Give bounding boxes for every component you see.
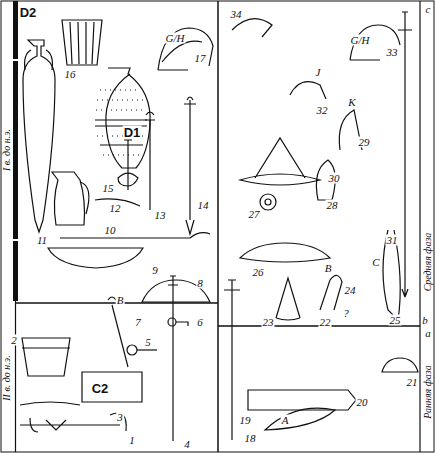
- callout-label: A: [281, 415, 290, 426]
- callout-label: 31: [386, 235, 399, 246]
- callout-label: 22: [319, 317, 332, 328]
- callout-label: 20: [356, 397, 369, 408]
- callout-label: 9: [151, 265, 159, 276]
- callout-label: 19: [239, 415, 252, 426]
- callout-label: 17: [194, 53, 207, 64]
- callout-label: D1: [123, 126, 142, 139]
- callout-label: 23: [262, 317, 275, 328]
- callout-label: 33: [386, 47, 399, 58]
- callout-label: 29: [358, 137, 371, 148]
- callout-label: 32: [316, 105, 329, 116]
- callout-label: 13: [154, 210, 167, 221]
- callout-label: 30: [328, 173, 341, 184]
- callout-label: ?: [342, 308, 350, 319]
- period-label: Ранняя фаза: [423, 364, 433, 419]
- callout-label: 7: [134, 317, 142, 328]
- callout-label: 26: [252, 267, 265, 278]
- callout-label: c: [425, 4, 432, 15]
- callout-label: a: [424, 328, 432, 339]
- callout-label: 15: [102, 183, 115, 194]
- callout-label: 28: [326, 200, 339, 211]
- callout-label: 18: [244, 433, 257, 444]
- callout-label: B: [324, 263, 333, 274]
- callout-label: C2: [91, 382, 110, 395]
- period-label: Средняя фаза: [423, 232, 433, 293]
- callout-label: 16: [64, 69, 77, 80]
- callout-label: 12: [109, 203, 122, 214]
- callout-label: 11: [36, 235, 48, 246]
- callout-label: D2: [19, 6, 38, 19]
- callout-label: G/H: [165, 33, 186, 44]
- callout-label: 3: [116, 412, 124, 423]
- callout-label: 2: [10, 335, 18, 346]
- callout-label: b: [421, 315, 429, 326]
- callout-label: 14: [197, 200, 210, 211]
- callout-label: J: [315, 67, 322, 78]
- period-label: II в. до н.э.: [2, 354, 12, 401]
- callout-label: C: [371, 257, 380, 268]
- callout-label: G/H: [350, 35, 371, 46]
- period-label: I в. до н.э.: [2, 128, 12, 172]
- callout-label: 10: [104, 225, 117, 236]
- callout-label: K: [347, 97, 356, 108]
- callout-label: 21: [406, 377, 419, 388]
- callout-label: 24: [344, 285, 357, 296]
- callout-label: 27: [248, 209, 261, 220]
- callout-label: B: [116, 295, 125, 306]
- callout-label: 5: [144, 337, 152, 348]
- callout-label: 34: [230, 9, 243, 20]
- callout-label: 8: [196, 278, 204, 289]
- callout-label: 4: [183, 439, 191, 450]
- callout-label: 1: [128, 435, 136, 446]
- callout-label: 25: [389, 315, 402, 326]
- callout-label: 6: [196, 317, 204, 328]
